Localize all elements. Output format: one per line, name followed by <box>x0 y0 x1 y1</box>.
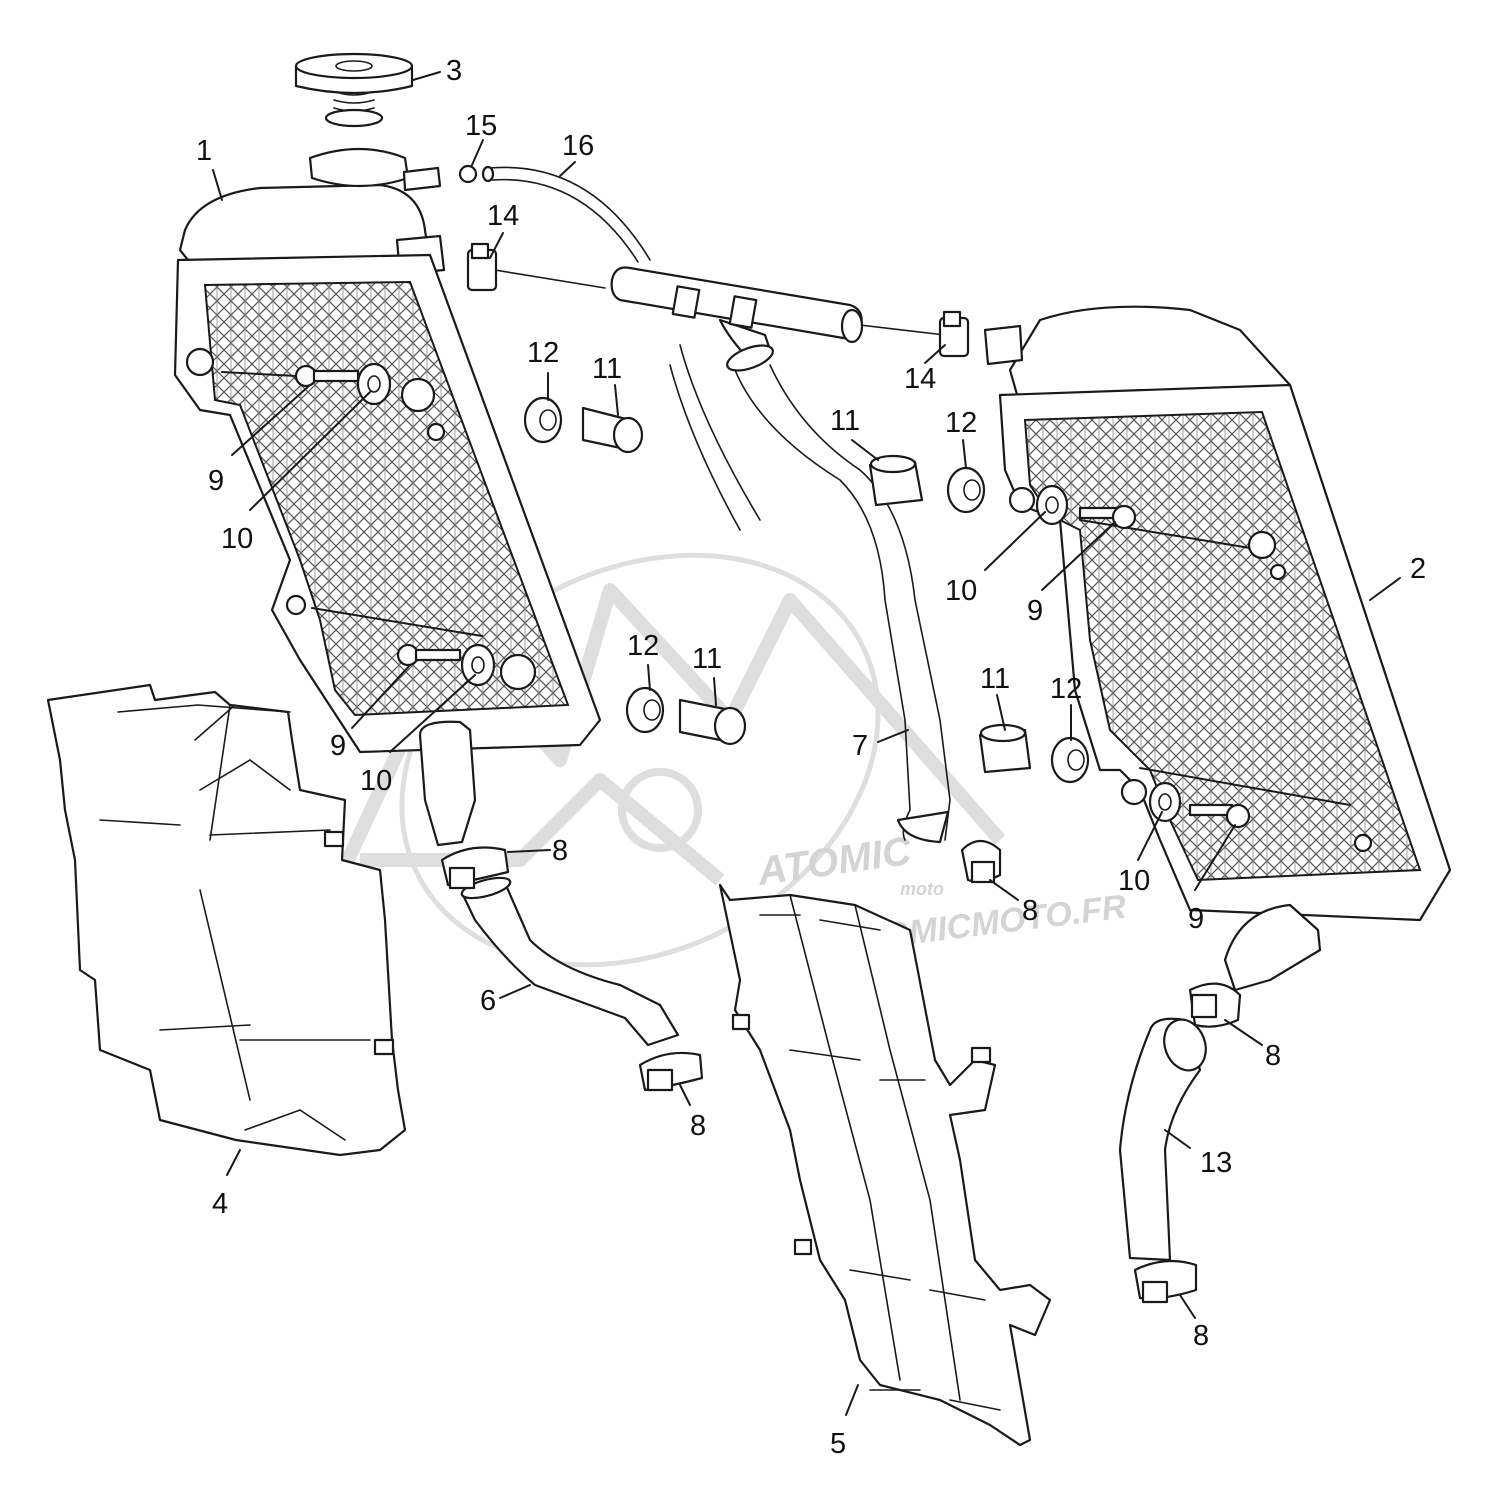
grommet <box>625 686 665 734</box>
callout-7: 7 <box>852 730 868 762</box>
callout-13: 13 <box>1200 1147 1232 1179</box>
callout-15: 15 <box>465 110 497 142</box>
bolt <box>294 364 360 388</box>
callout-10b: 10 <box>360 765 392 797</box>
callout-9b: 9 <box>330 730 346 762</box>
callout-5: 5 <box>830 1428 846 1460</box>
callout-8c: 8 <box>1022 895 1038 927</box>
callout-10a: 10 <box>221 523 253 555</box>
callout-12a: 12 <box>527 337 559 369</box>
callout-12b: 12 <box>627 630 659 662</box>
connector-tube <box>494 266 946 372</box>
hose-clamp <box>1188 982 1242 1028</box>
hose-lower-left <box>460 876 680 1047</box>
callout-10c: 10 <box>945 575 977 607</box>
hose-long <box>669 344 951 844</box>
hose-clamp <box>638 1051 704 1092</box>
hose-clamp-top <box>466 242 498 292</box>
callout-8a: 8 <box>552 835 568 867</box>
spacer <box>868 454 924 507</box>
callout-16: 16 <box>562 130 594 162</box>
callout-9c: 9 <box>1027 595 1043 627</box>
callout-9d: 9 <box>1188 903 1204 935</box>
callout-6: 6 <box>480 985 496 1017</box>
washer <box>460 643 496 687</box>
radiator-louver-center <box>718 883 1052 1447</box>
callout-8b: 8 <box>690 1110 706 1142</box>
bolt <box>1188 803 1251 829</box>
callout-2: 2 <box>1410 553 1426 585</box>
spacer <box>581 406 644 454</box>
callout-8d: 8 <box>1265 1040 1281 1072</box>
callout-12c: 12 <box>945 407 977 439</box>
hose-clamp <box>960 839 1002 884</box>
callout-11c: 11 <box>830 405 860 437</box>
grommet <box>523 396 563 444</box>
callout-labels: 1 2 3 4 5 6 7 8 8 8 8 8 9 9 9 9 10 10 10… <box>196 55 1426 1460</box>
callout-10d: 10 <box>1118 865 1150 897</box>
callout-1: 1 <box>196 135 212 167</box>
radiator-left <box>173 147 602 847</box>
callout-3: 3 <box>446 55 462 87</box>
callout-12d: 12 <box>1050 673 1082 705</box>
spacer <box>678 698 747 746</box>
grommet <box>946 466 986 514</box>
bolt <box>396 643 462 667</box>
radiator-right <box>983 305 1452 992</box>
watermark-brand: ATOMIC <box>754 829 915 894</box>
callout-11a: 11 <box>592 353 622 385</box>
callout-11b: 11 <box>692 643 722 675</box>
hose-lower-right <box>1118 1017 1207 1262</box>
callout-9a: 9 <box>208 465 224 497</box>
radiator-cap <box>294 52 414 128</box>
callout-14b: 14 <box>904 363 936 395</box>
radiator-louver-left <box>46 683 407 1157</box>
hose-clip-small <box>458 164 478 184</box>
callout-4: 4 <box>212 1188 228 1220</box>
overflow-hose <box>481 165 651 263</box>
callout-14a: 14 <box>487 200 519 232</box>
washer <box>1148 781 1182 823</box>
callout-11d: 11 <box>980 663 1010 695</box>
grommet <box>1050 736 1090 784</box>
hose-clamp <box>440 846 510 890</box>
bolt <box>1078 504 1137 530</box>
callout-8e: 8 <box>1193 1320 1209 1352</box>
callout-leaders <box>212 71 1401 1416</box>
spacer <box>978 723 1032 774</box>
washer <box>356 362 392 406</box>
washer <box>1035 484 1069 526</box>
watermark-sub: moto <box>900 879 944 899</box>
hose-clamp-top <box>938 310 970 358</box>
hose-clamp <box>1133 1259 1198 1304</box>
